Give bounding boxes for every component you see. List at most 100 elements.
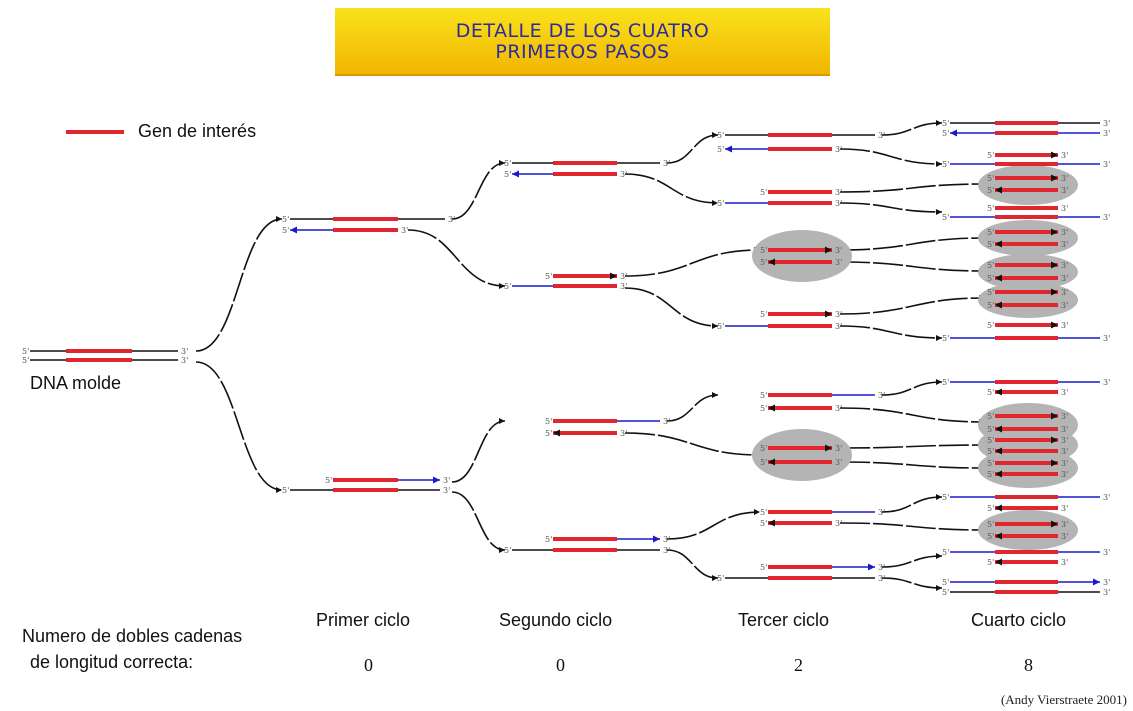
branch-arrowhead <box>936 161 942 167</box>
strand-end-label: 5' <box>987 504 994 513</box>
strand-end-label: 5' <box>942 213 949 222</box>
branch-arrow <box>839 183 986 193</box>
strand-end-label: 3' <box>663 417 670 426</box>
correct-length-highlight <box>752 429 852 481</box>
strand-arrowhead <box>433 476 440 484</box>
branch-arrowhead <box>754 509 760 515</box>
strand-arrowhead <box>995 558 1002 566</box>
strand-arrowhead <box>825 246 832 254</box>
strand-arrowhead <box>512 170 519 178</box>
strand-end-label: 5' <box>760 563 767 572</box>
branch-arrowhead <box>712 200 718 206</box>
correct-length-highlight <box>978 448 1078 488</box>
correct-length-highlight <box>752 230 852 282</box>
strand-arrowhead <box>653 535 660 543</box>
strand-end-label: 3' <box>443 476 450 485</box>
strand-end-label: 5' <box>942 493 949 502</box>
strand-end-label: 3' <box>835 458 842 467</box>
branch-arrow <box>881 555 943 568</box>
strand-end-label: 5' <box>987 174 994 183</box>
branch-arrow <box>839 297 986 315</box>
strand-end-label: 3' <box>878 131 885 140</box>
strand-end-label: 5' <box>987 274 994 283</box>
strand-end-label: 3' <box>1103 213 1110 222</box>
branch-arrowhead <box>499 547 505 553</box>
branch-arrow <box>839 444 986 449</box>
strand-end-label: 5' <box>987 240 994 249</box>
branch-arrow <box>666 394 719 422</box>
strand-end-label: 5' <box>504 170 511 179</box>
branch-arrow <box>195 361 283 491</box>
strand-end-label: 3' <box>181 356 188 365</box>
branch-arrow <box>666 134 719 164</box>
strand-arrowhead <box>1051 321 1058 329</box>
strand-end-label: 5' <box>987 412 994 421</box>
strand-end-label: 5' <box>717 574 724 583</box>
branch-arrow <box>839 148 943 165</box>
branch-arrowhead <box>936 120 942 126</box>
credit: (Andy Vierstraete 2001) <box>1000 692 1127 707</box>
strand-end-label: 5' <box>717 322 724 331</box>
strand-end-label: 5' <box>545 429 552 438</box>
strand-end-label: 5' <box>987 261 994 270</box>
strand-end-label: 3' <box>1103 548 1110 557</box>
title-banner: DETALLE DE LOS CUATRO PRIMEROS PASOS <box>335 8 830 76</box>
strand-arrowhead <box>1051 261 1058 269</box>
strand-end-label: 5' <box>987 186 994 195</box>
strand-arrowhead <box>1093 578 1100 586</box>
cycle-2-label: Segundo ciclo <box>499 610 613 630</box>
strand-end-label: 3' <box>181 347 188 356</box>
strand-end-label: 3' <box>1061 425 1068 434</box>
strand-end-label: 5' <box>22 347 29 356</box>
strand-arrowhead <box>1051 174 1058 182</box>
strand-arrowhead <box>950 129 957 137</box>
strand-end-label: 5' <box>987 321 994 330</box>
strand-end-label: 3' <box>1061 174 1068 183</box>
strand-end-label: 5' <box>942 160 949 169</box>
cycle-4-label: Cuarto ciclo <box>971 610 1067 630</box>
correct-length-highlight <box>978 165 1078 205</box>
strand-end-label: 5' <box>760 391 767 400</box>
branch-arrowhead <box>276 487 282 493</box>
strand-end-label: 5' <box>987 288 994 297</box>
strand-end-label: 5' <box>760 508 767 517</box>
cycle-2-count: 0 <box>556 655 565 675</box>
strand-end-label: 5' <box>987 436 994 445</box>
strand-end-label: 3' <box>1061 459 1068 468</box>
strand-end-label: 3' <box>835 145 842 154</box>
strand-end-label: 3' <box>835 188 842 197</box>
strand-end-label: 3' <box>1061 447 1068 456</box>
strand-end-label: 5' <box>942 588 949 597</box>
strand-end-label: 5' <box>942 578 949 587</box>
strand-arrowhead <box>768 404 775 412</box>
strand-end-label: 3' <box>1061 520 1068 529</box>
strand-end-label: 5' <box>987 301 994 310</box>
strand-arrowhead <box>868 563 875 571</box>
strand-end-label: 3' <box>1103 334 1110 343</box>
strand-end-label: 5' <box>760 246 767 255</box>
strand-end-label: 3' <box>835 246 842 255</box>
strand-arrowhead <box>995 388 1002 396</box>
strand-end-label: 3' <box>1061 240 1068 249</box>
branch-arrowhead <box>936 335 942 341</box>
strand-arrowhead <box>995 274 1002 282</box>
strand-end-label: 5' <box>504 159 511 168</box>
strand-end-label: 5' <box>22 356 29 365</box>
title-line-2: PRIMEROS PASOS <box>495 41 670 63</box>
strand-end-label: 5' <box>942 378 949 387</box>
strand-end-label: 3' <box>1103 378 1110 387</box>
correct-length-highlight <box>978 220 1078 256</box>
strand-arrowhead <box>610 272 617 280</box>
cycle-1-count: 0 <box>364 655 373 675</box>
strand-end-label: 3' <box>1103 578 1110 587</box>
strand-end-label: 3' <box>1103 129 1110 138</box>
branch-arrows <box>195 120 986 591</box>
strand-arrowhead <box>825 444 832 452</box>
dna-duplexes: 5' 3' 5' 3' 5' 3' 5' 3' 5' 3' 5' 3' 5' 3' 5' 3' 5' 3' 5' 3'… <box>22 119 1110 597</box>
strand-end-label: 5' <box>760 519 767 528</box>
strand-end-label: 3' <box>835 199 842 208</box>
strand-arrowhead <box>995 301 1002 309</box>
strand-end-label: 5' <box>987 459 994 468</box>
strand-end-label: 3' <box>1061 388 1068 397</box>
